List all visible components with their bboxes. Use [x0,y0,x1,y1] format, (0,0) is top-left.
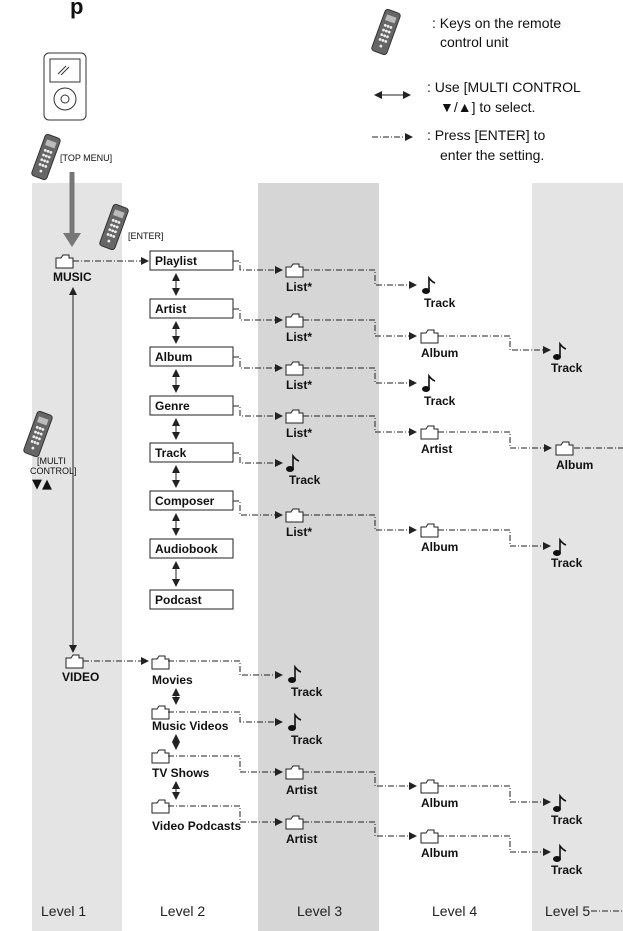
level3-track[interactable]: Track [289,473,321,487]
music-label: MUSIC [53,270,92,284]
legend-enter-2: enter the setting. [440,147,544,163]
level5-composer-track[interactable]: Track [551,556,583,570]
level4-tv-album[interactable]: Album [421,796,458,810]
level2-audiobook[interactable]: Audiobook [155,542,218,556]
legend-remote-2: control unit [440,34,509,50]
level2-music-videos[interactable]: Music Videos [152,719,229,733]
tv-shows-folder-icon [151,749,170,764]
level3-list-composer[interactable]: List* [286,525,312,539]
level4-podcast-album[interactable]: Album [421,846,458,860]
video-label: VIDEO [62,670,99,684]
level3-tv-artist[interactable]: Artist [286,783,317,797]
legend-multi-2: ▼/▲] to select. [440,99,535,115]
music-note-icon [421,375,436,393]
level3-list-playlist[interactable]: List* [286,280,312,294]
level2-tv-shows[interactable]: TV Shows [152,766,210,780]
level2-movies[interactable]: Movies [152,673,193,687]
album-folder-icon [420,829,439,844]
level5-genre-album[interactable]: Album [556,458,593,472]
level4-artist-album[interactable]: Album [421,346,458,360]
level4-playlist-track[interactable]: Track [424,296,456,310]
level3-list-artist[interactable]: List* [286,330,312,344]
level5-label: Level 5 [545,903,590,919]
legend-remote-1: : Keys on the remote [432,15,561,31]
level3-movies-track[interactable]: Track [291,685,323,699]
level3-band [258,183,379,931]
ipod-icon [43,52,87,121]
level2-music-items: Playlist Artist Album Genre Track Compos… [149,250,234,610]
level4-genre-artist[interactable]: Artist [421,442,452,456]
level2-podcast[interactable]: Podcast [155,593,202,607]
level4-composer-album[interactable]: Album [421,540,458,554]
album-folder-icon [420,523,439,538]
select-arrows-icon: ▼▲ [32,477,52,492]
level4-label: Level 4 [432,903,477,919]
legend-multi-1: : Use [MULTI CONTROL [427,79,581,95]
level1-label: Level 1 [41,903,86,919]
level2-composer[interactable]: Composer [155,494,215,508]
level2-video-podcasts[interactable]: Video Podcasts [152,819,241,833]
level2-label: Level 2 [160,903,205,919]
multi-key-label-1: [MULTI [37,456,66,466]
level5-band [532,183,623,931]
level3-music-videos-track[interactable]: Track [291,733,323,747]
level2-genre[interactable]: Genre [155,399,190,413]
level2-playlist[interactable]: Playlist [155,254,197,268]
level2-artist[interactable]: Artist [155,302,186,316]
album-folder-icon [420,329,439,344]
multi-key-label-2: CONTROL] [30,466,77,476]
level5-artist-track[interactable]: Track [551,361,583,375]
music-note-icon [421,277,436,295]
level2-track[interactable]: Track [155,446,187,460]
album-folder-icon [420,779,439,794]
down-arrow-icon [63,233,81,247]
level1-band [32,183,122,931]
enter-key-label: [ENTER] [128,231,164,241]
level3-label: Level 3 [297,903,342,919]
level3-podcast-artist[interactable]: Artist [286,832,317,846]
music-videos-folder-icon [151,705,170,720]
level5-podcast-track[interactable]: Track [551,863,583,877]
level3-list-genre[interactable]: List* [286,426,312,440]
level3-list-album[interactable]: List* [286,378,312,392]
video-podcasts-folder-icon [151,799,170,814]
level2-album[interactable]: Album [155,350,192,364]
remote-icon [370,8,402,56]
level5-tv-track[interactable]: Track [551,813,583,827]
artist-folder-icon [420,425,439,440]
movies-folder-icon [151,655,170,670]
level4-album-track[interactable]: Track [424,394,456,408]
remote-icon [30,133,62,181]
title-fragment: p [70,0,83,19]
top-menu-label: [TOP MENU] [60,153,112,163]
legend-enter-1: : Press [ENTER] to [427,127,545,143]
